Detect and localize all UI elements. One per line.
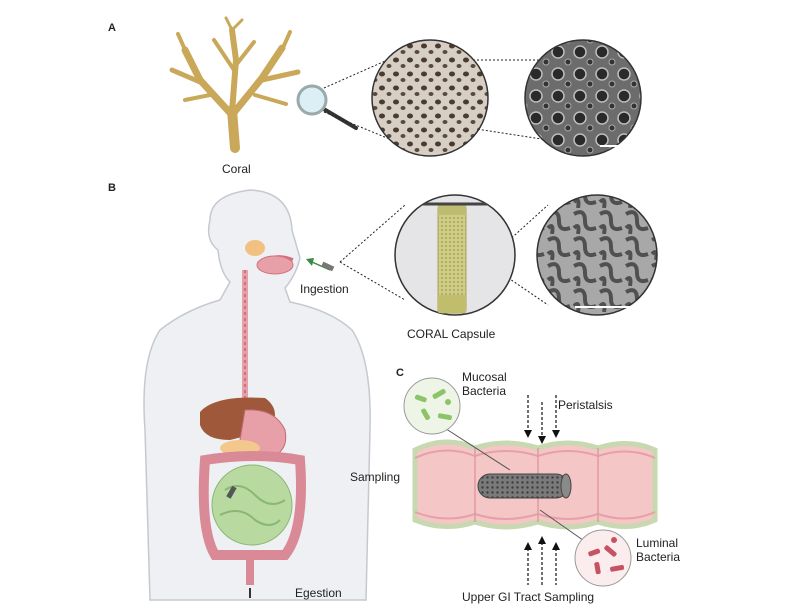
panel-label-a: A [108,22,116,34]
coral-sem-micrograph [524,39,642,157]
luminal-bacteria-label: Luminal Bacteria [636,536,681,564]
egestion-label: Egestion [295,586,342,600]
capsule-micrograph [536,194,658,316]
peristalsis-label: Peristalsis [558,398,613,412]
capsule-in-gut [477,473,569,499]
coral-pore-micrograph [371,39,489,157]
colon [198,451,306,560]
ingestion-label: Ingestion [300,282,349,296]
coral-label: Coral [222,162,251,176]
luminal-bacteria-bubble [574,529,632,587]
mucosal-bacteria-bubble [403,377,461,435]
ingestion-arrow [306,258,335,272]
gi-tract [242,240,294,410]
capsule-label: CORAL Capsule [407,327,496,341]
sampling-label: Sampling [350,470,401,484]
mucosal-bacteria-label: Mucosal Bacteria [462,370,507,398]
upper-gi-label: Upper GI Tract Sampling [462,590,595,604]
small-intestine [211,464,293,546]
panel-label-b: B [108,182,116,194]
peristalsis-arrows [527,395,557,438]
coral-illustration [169,16,301,153]
panel-label-c: C [396,367,404,379]
